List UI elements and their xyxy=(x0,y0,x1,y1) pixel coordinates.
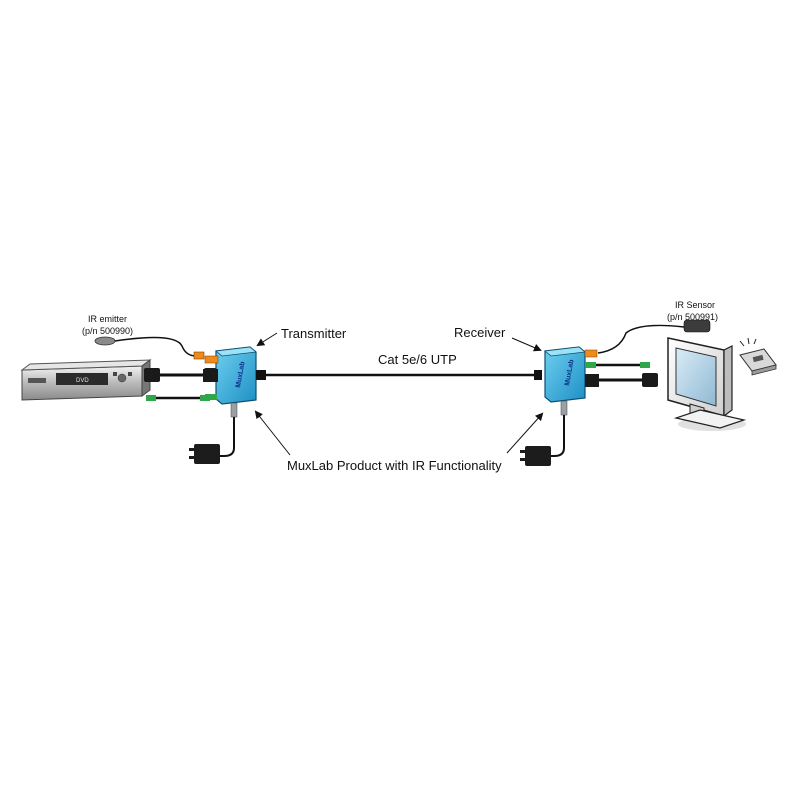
remote-control-icon xyxy=(739,337,777,376)
monitor-icon xyxy=(667,337,747,431)
receiver-arrow xyxy=(511,337,542,352)
receiver-label: Receiver xyxy=(454,325,506,340)
dvd-label: DVD xyxy=(76,378,89,384)
receiver-unit: MuxLab xyxy=(544,346,599,403)
product-label: MuxLab Product with IR Functionality xyxy=(287,458,502,473)
ir-emitter-icon xyxy=(94,336,205,360)
monitor-cables xyxy=(596,362,658,387)
dvd-player-icon: DVD xyxy=(20,359,152,401)
power-adapter-icon xyxy=(189,402,238,464)
transmitter-brand: MuxLab xyxy=(235,361,246,388)
ir-emitter-label: IR emitter xyxy=(88,314,127,324)
transmitter-label: Transmitter xyxy=(281,326,347,341)
transmitter-unit: MuxLab xyxy=(203,346,264,405)
ir-sensor-part-number: (p/n 500991) xyxy=(667,312,718,322)
cable-label: Cat 5e/6 UTP xyxy=(378,352,457,367)
transmitter-arrow xyxy=(256,332,278,347)
receiver-brand: MuxLab xyxy=(564,359,575,386)
ir-sensor-icon xyxy=(597,319,711,354)
product-arrow-transmitter xyxy=(254,410,291,456)
cat5-cable xyxy=(258,370,542,380)
ir-sensor-label: IR Sensor xyxy=(675,300,715,310)
product-arrow-receiver xyxy=(506,412,544,454)
ir-emitter-part-number: (p/n 500990) xyxy=(82,326,133,336)
power-adapter-icon xyxy=(520,400,568,466)
